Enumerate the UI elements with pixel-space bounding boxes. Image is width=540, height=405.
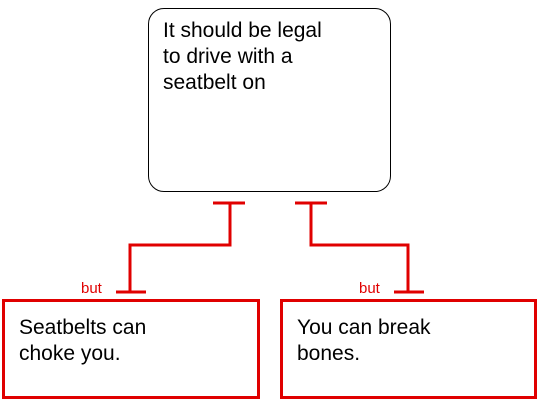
connector-label-left: but bbox=[81, 280, 102, 297]
objection-box-right: You can break bones. bbox=[280, 299, 537, 399]
connector-label-right: but bbox=[359, 280, 380, 297]
link-left-path bbox=[128, 203, 232, 292]
objection-text-right: You can break bones. bbox=[297, 316, 431, 365]
claim-box: It should be legal to drive with a seatb… bbox=[148, 8, 391, 192]
claim-text: It should be legal to drive with a seatb… bbox=[163, 19, 322, 94]
objection-text-left: Seatbelts can choke you. bbox=[19, 316, 147, 365]
link-right-path bbox=[309, 203, 410, 292]
objection-box-left: Seatbelts can choke you. bbox=[2, 299, 260, 399]
